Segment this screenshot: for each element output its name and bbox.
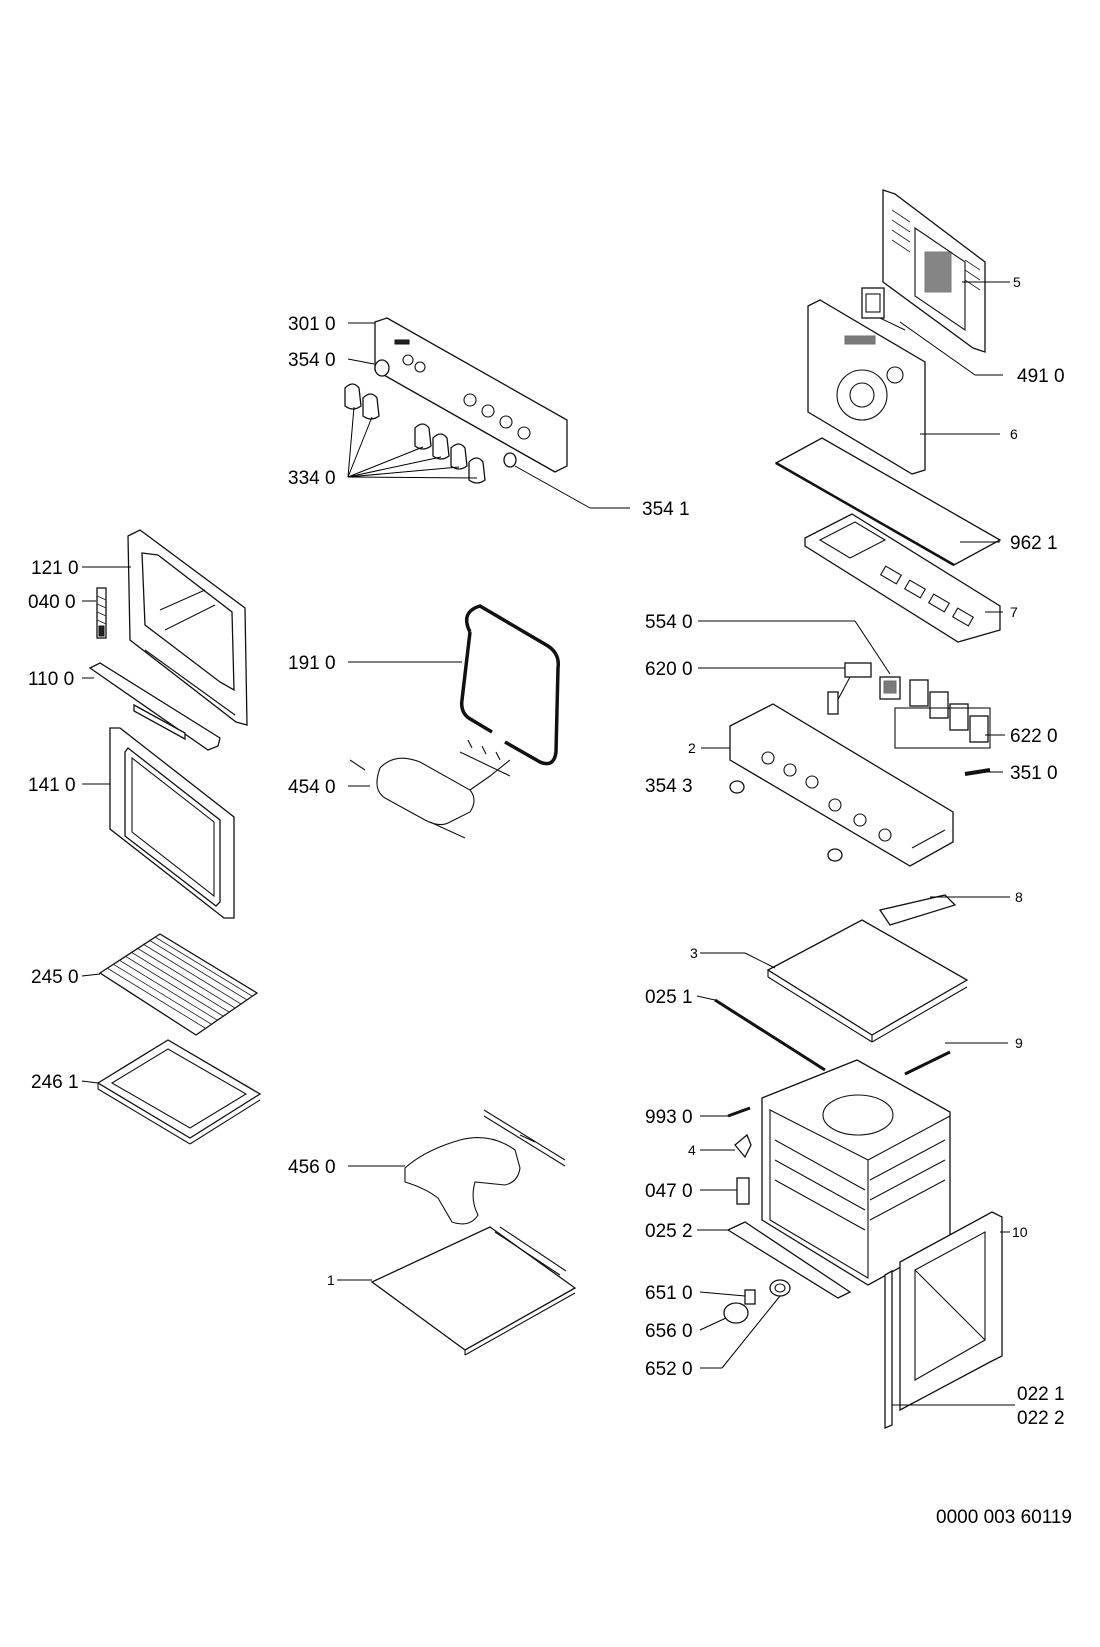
label-246-1: 246 1 [31, 1072, 79, 1093]
label-454-0: 454 0 [288, 777, 336, 798]
part-334-0-knobs [344, 383, 486, 484]
part-9-rail [904, 1050, 951, 1076]
label-121-0: 121 0 [31, 558, 79, 579]
label-025-1: 025 1 [645, 987, 693, 1008]
part-047-0-clip [736, 1177, 750, 1205]
label-5: 5 [1013, 274, 1021, 290]
part-456-0-bottom-element [404, 1109, 566, 1225]
label-354-0: 354 0 [288, 350, 336, 371]
label-351-0: 351 0 [1010, 763, 1058, 784]
part-993-0-screw [727, 1106, 751, 1118]
part-oven-cavity [761, 1059, 951, 1286]
part-022-hinge-rails [884, 1269, 893, 1429]
label-022-2: 022 2 [1017, 1408, 1065, 1429]
label-554-0: 554 0 [645, 612, 693, 633]
label-141-0: 141 0 [28, 775, 76, 796]
part-6-fan-cover [807, 299, 926, 475]
label-10: 10 [1012, 1224, 1028, 1240]
drawing-number: 0000 003 60119 [936, 1507, 1072, 1528]
part-3-top-plate [766, 919, 969, 1043]
label-3: 3 [690, 945, 698, 961]
label-8: 8 [1015, 889, 1023, 905]
label-047-0: 047 0 [645, 1181, 693, 1202]
part-354-3-caps [729, 780, 843, 862]
label-245-0: 245 0 [31, 967, 79, 988]
label-9: 9 [1015, 1035, 1023, 1051]
part-301-0-control-panel [374, 317, 568, 473]
label-354-3: 354 3 [645, 776, 693, 797]
label-354-1: 354 1 [642, 499, 690, 520]
label-962-1: 962 1 [1010, 533, 1058, 554]
part-354-0-cap [374, 359, 390, 377]
part-622-0-switch-array [894, 679, 991, 749]
part-454-0-top-element [349, 739, 511, 839]
part-191-0-gasket [459, 604, 561, 766]
part-354-1-cap [503, 452, 517, 468]
label-334-0: 334 0 [288, 468, 336, 489]
part-651-0-bulb [744, 1289, 756, 1305]
label-301-0: 301 0 [288, 314, 336, 335]
part-121-0-door-frame [127, 529, 248, 726]
label-040-0: 040 0 [28, 592, 76, 613]
part-554-0-switch [879, 676, 901, 700]
label-491-0: 491 0 [1017, 366, 1065, 387]
part-1-bottom-plate [370, 1226, 577, 1356]
label-110-0: 110 0 [28, 669, 74, 690]
part-025-2-rail [726, 1221, 852, 1299]
label-191-0: 191 0 [288, 653, 336, 674]
part-962-1-strip [774, 437, 1002, 567]
label-651-0: 651 0 [645, 1283, 693, 1304]
part-110-0-handle [88, 662, 221, 751]
part-491-0-fan-motor [861, 287, 906, 331]
label-652-0: 652 0 [645, 1359, 693, 1380]
label-025-2: 025 2 [645, 1221, 693, 1242]
part-652-0-lamp-holder [769, 1279, 791, 1297]
part-656-0-lamp-cover [723, 1302, 749, 1324]
part-025-1-rail [714, 998, 826, 1072]
part-141-0-door-glass [109, 727, 235, 919]
part-040-0-hinge [96, 587, 107, 639]
label-656-0: 656 0 [645, 1321, 693, 1342]
label-622-0: 622 0 [1010, 726, 1058, 747]
label-2: 2 [688, 740, 696, 756]
label-620-0: 620 0 [645, 659, 693, 680]
label-4: 4 [688, 1142, 696, 1158]
part-351-0-pin [964, 768, 991, 776]
part-2-front-frame [729, 703, 954, 867]
part-4-fan-blade [734, 1133, 752, 1159]
part-620-0-thermostat [827, 662, 872, 715]
label-022-1: 022 1 [1017, 1384, 1065, 1405]
part-10-door-frame [899, 1211, 1003, 1412]
label-456-0: 456 0 [288, 1157, 336, 1178]
part-5-rear-wall [882, 189, 986, 353]
part-246-1-baking-tray [96, 1039, 262, 1145]
part-7-control-housing [804, 513, 1001, 643]
label-993-0: 993 0 [645, 1107, 693, 1128]
part-245-0-wire-shelf [98, 933, 259, 1036]
part-8-bracket [878, 894, 957, 926]
label-6: 6 [1010, 426, 1018, 442]
label-1: 1 [327, 1272, 335, 1288]
label-7: 7 [1010, 604, 1018, 620]
